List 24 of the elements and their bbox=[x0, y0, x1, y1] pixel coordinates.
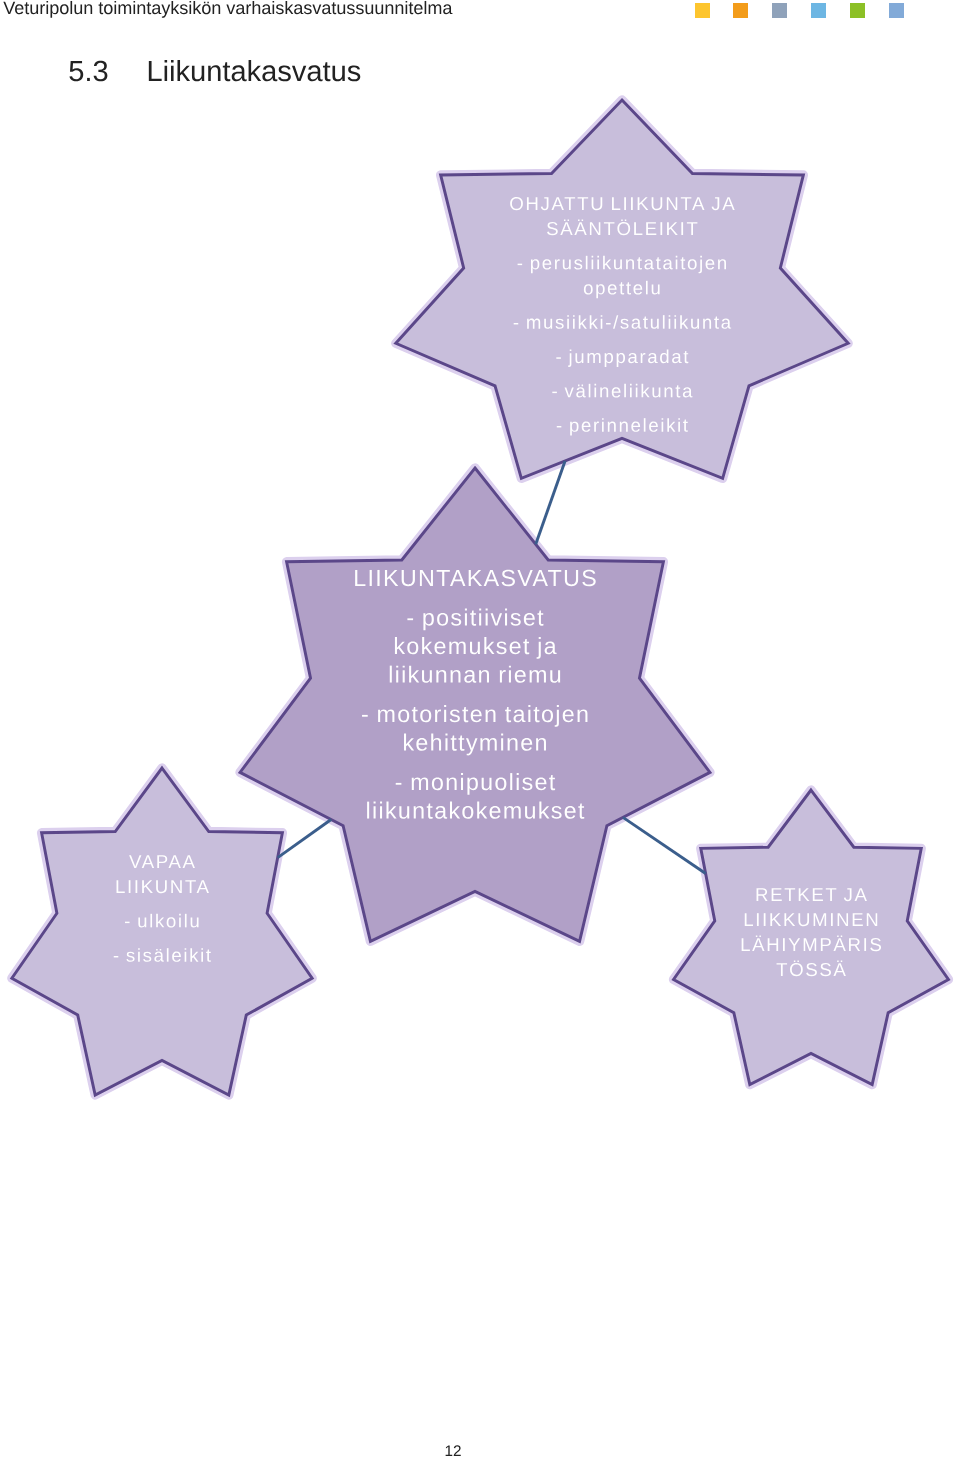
list-item: - monipuoliset liikuntakokemukset bbox=[367, 773, 585, 819]
star-shape bbox=[668, 785, 954, 1090]
list-item: - välineliikunta bbox=[552, 383, 693, 398]
node-heading: RETKET JA LIIKKUMINEN LÄHIYMPÄRIS TÖSSÄ bbox=[741, 888, 881, 977]
star-shape bbox=[235, 463, 715, 946]
list-item: - perusliikuntataitojen opettelu bbox=[517, 255, 726, 299]
node-heading: LIIKUNTAKASVATUS bbox=[355, 569, 596, 587]
connector-line bbox=[276, 818, 332, 859]
list-item: - motoristen taitojen kehittyminen bbox=[362, 705, 588, 756]
section-heading: 5.3 Liikuntakasvatus bbox=[69, 59, 361, 82]
list-item: - musiikki-/satuliikunta bbox=[513, 315, 732, 329]
list-item: - perinneleikit bbox=[556, 418, 688, 436]
star-shape bbox=[7, 763, 317, 1100]
list-item: - ulkoilu bbox=[125, 913, 199, 928]
list-item: - sisäleikit bbox=[113, 948, 211, 962]
connector-line bbox=[622, 816, 707, 875]
node-heading: VAPAA LIIKUNTA bbox=[116, 855, 209, 894]
list-item: - jumpparadat bbox=[556, 349, 689, 367]
star-shape bbox=[391, 95, 853, 483]
page-number: 12 bbox=[445, 1445, 461, 1456]
running-header: Veturipolun toimintayksikön varhaiskasvatussuunnitelma bbox=[3, 0, 453, 18]
connector-line bbox=[534, 460, 567, 545]
list-item: - positiiviset kokemukset ja liikunnan riemu bbox=[389, 608, 561, 683]
node-heading: OHJATTU LIIKUNTA JA SÄÄNTÖLEIKIT bbox=[510, 196, 735, 236]
